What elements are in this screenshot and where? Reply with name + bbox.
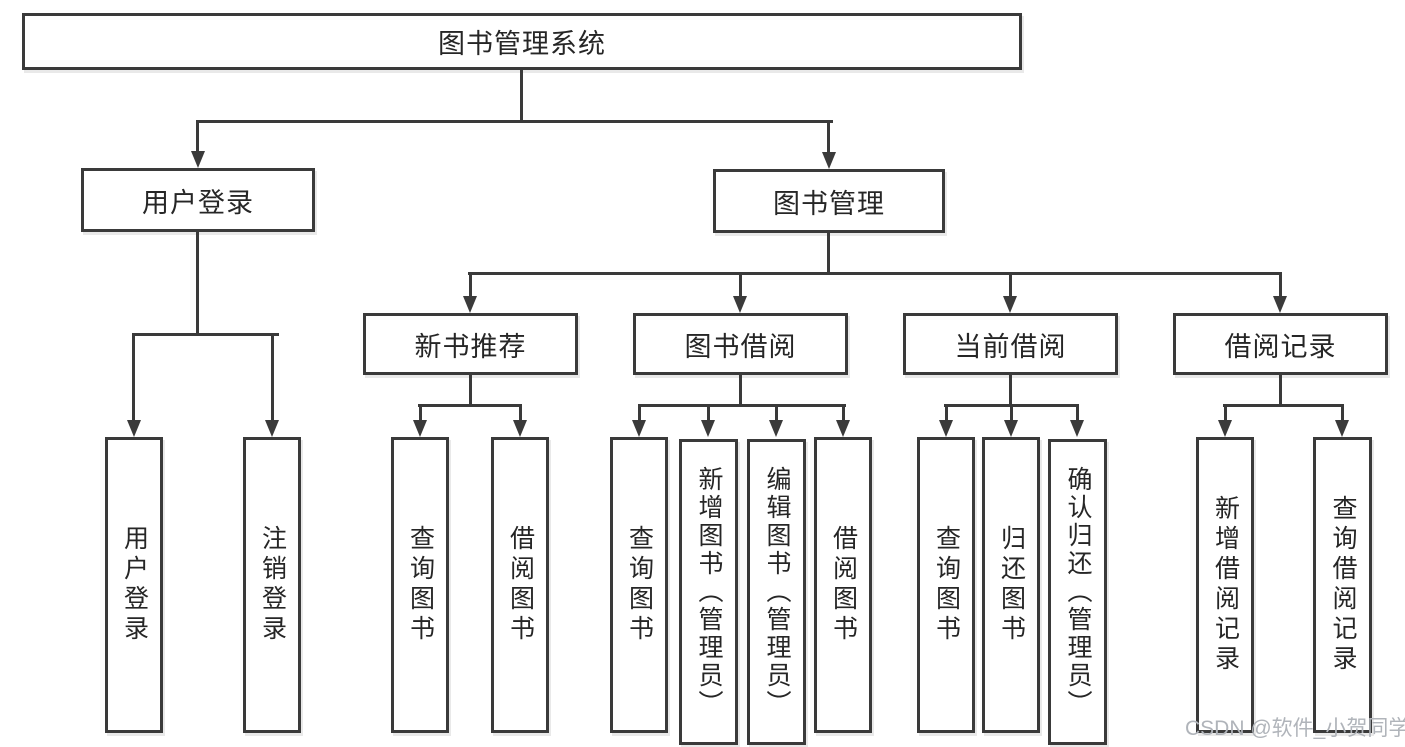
- connector-line: [1224, 404, 1227, 421]
- leaf-confirm-return-admin: 确认归还（管理员）: [1048, 439, 1107, 745]
- node-label: 图书管理系统: [438, 29, 606, 59]
- arrow-down-icon: [1003, 296, 1017, 313]
- arrow-down-icon: [822, 152, 836, 169]
- leaf-label: 查询图书: [932, 525, 961, 645]
- leaf-return-books: 归还图书: [982, 437, 1040, 733]
- node-book-management: 图书管理: [713, 169, 945, 233]
- connector-line: [196, 232, 199, 336]
- connector-line: [945, 404, 948, 421]
- leaf-logout: 注销登录: [243, 437, 301, 733]
- connector-line: [638, 404, 846, 407]
- leaf-query-books-recommend: 查询图书: [391, 437, 449, 733]
- arrow-down-icon: [513, 420, 527, 437]
- connector-line: [1341, 404, 1344, 421]
- arrow-down-icon: [632, 420, 646, 437]
- leaf-query-books-borrowing: 查询图书: [610, 437, 668, 733]
- leaf-label: 用户登录: [120, 525, 149, 645]
- arrow-down-icon: [1273, 296, 1287, 313]
- leaf-user-login: 用户登录: [105, 437, 163, 733]
- arrow-down-icon: [265, 420, 279, 437]
- connector-line: [196, 120, 833, 123]
- node-current-borrowing: 当前借阅: [903, 313, 1118, 375]
- connector-line: [739, 375, 742, 407]
- node-book-borrowing: 图书借阅: [633, 313, 848, 375]
- arrow-down-icon: [413, 420, 427, 437]
- leaf-label: 查询图书: [625, 525, 654, 645]
- connector-line: [468, 272, 1282, 275]
- node-label: 图书借阅: [684, 331, 797, 362]
- leaf-label: 借阅图书: [506, 525, 535, 645]
- connector-line: [638, 404, 641, 421]
- connector-line: [519, 404, 522, 421]
- arrow-down-icon: [701, 420, 715, 437]
- leaf-label: 查询图书: [406, 525, 435, 645]
- leaf-label: 新增图书（管理员）: [695, 466, 723, 718]
- arrow-down-icon: [1070, 420, 1084, 437]
- leaf-label: 查询借阅记录: [1329, 495, 1357, 675]
- leaf-label: 新增借阅记录: [1211, 495, 1240, 675]
- leaf-edit-book-admin: 编辑图书（管理员）: [747, 439, 806, 745]
- connector-line: [842, 404, 845, 421]
- leaf-label: 借阅图书: [829, 525, 858, 645]
- arrow-down-icon: [463, 296, 477, 313]
- connector-line: [132, 333, 279, 336]
- arrow-down-icon: [1335, 420, 1349, 437]
- node-label: 图书管理: [773, 188, 885, 219]
- connector-line: [827, 120, 830, 153]
- connector-line: [827, 233, 830, 275]
- arrow-down-icon: [733, 296, 747, 313]
- connector-line: [419, 404, 422, 421]
- leaf-borrow-books: 借阅图书: [814, 437, 872, 733]
- leaf-label: 归还图书: [997, 525, 1026, 645]
- node-label: 当前借阅: [954, 331, 1067, 362]
- node-library-management-system: 图书管理系统: [22, 13, 1022, 70]
- arrow-down-icon: [836, 420, 850, 437]
- arrow-down-icon: [1218, 420, 1232, 437]
- arrow-down-icon: [191, 151, 205, 168]
- connector-line: [196, 120, 199, 152]
- arrow-down-icon: [769, 420, 783, 437]
- node-new-book-recommend: 新书推荐: [363, 313, 578, 375]
- node-borrowing-records: 借阅记录: [1173, 313, 1388, 375]
- connector-line: [1279, 375, 1282, 407]
- connector-line: [739, 272, 742, 298]
- connector-line: [520, 70, 523, 123]
- connector-line: [707, 404, 710, 421]
- connector-line: [775, 404, 778, 421]
- leaf-add-borrow-record: 新增借阅记录: [1196, 437, 1254, 733]
- csdn-watermark: CSDN @软件_小贺同学: [1185, 717, 1405, 740]
- arrow-down-icon: [939, 420, 953, 437]
- connector-line: [271, 333, 274, 421]
- connector-line: [132, 333, 135, 421]
- leaf-borrow-books-recommend: 借阅图书: [491, 437, 549, 733]
- node-label: 借阅记录: [1224, 331, 1337, 362]
- leaf-query-borrow-record: 查询借阅记录: [1313, 437, 1372, 733]
- leaf-query-books-current: 查询图书: [917, 437, 975, 733]
- connector-line: [1279, 272, 1282, 298]
- connector-line: [1010, 404, 1013, 421]
- connector-line: [1009, 375, 1012, 407]
- node-label: 用户登录: [142, 187, 254, 218]
- leaf-add-book-admin: 新增图书（管理员）: [679, 439, 738, 745]
- connector-line: [1009, 272, 1012, 298]
- connector-line: [1076, 404, 1079, 421]
- node-label: 新书推荐: [414, 331, 527, 362]
- connector-line: [469, 375, 472, 407]
- arrow-down-icon: [127, 420, 141, 437]
- node-user-login: 用户登录: [81, 168, 315, 232]
- connector-line: [469, 272, 472, 298]
- leaf-label: 注销登录: [258, 525, 287, 645]
- leaf-label: 确认归还（管理员）: [1064, 466, 1092, 718]
- leaf-label: 编辑图书（管理员）: [763, 466, 791, 718]
- connector-line: [418, 404, 522, 407]
- arrow-down-icon: [1004, 420, 1018, 437]
- connector-line: [1223, 404, 1344, 407]
